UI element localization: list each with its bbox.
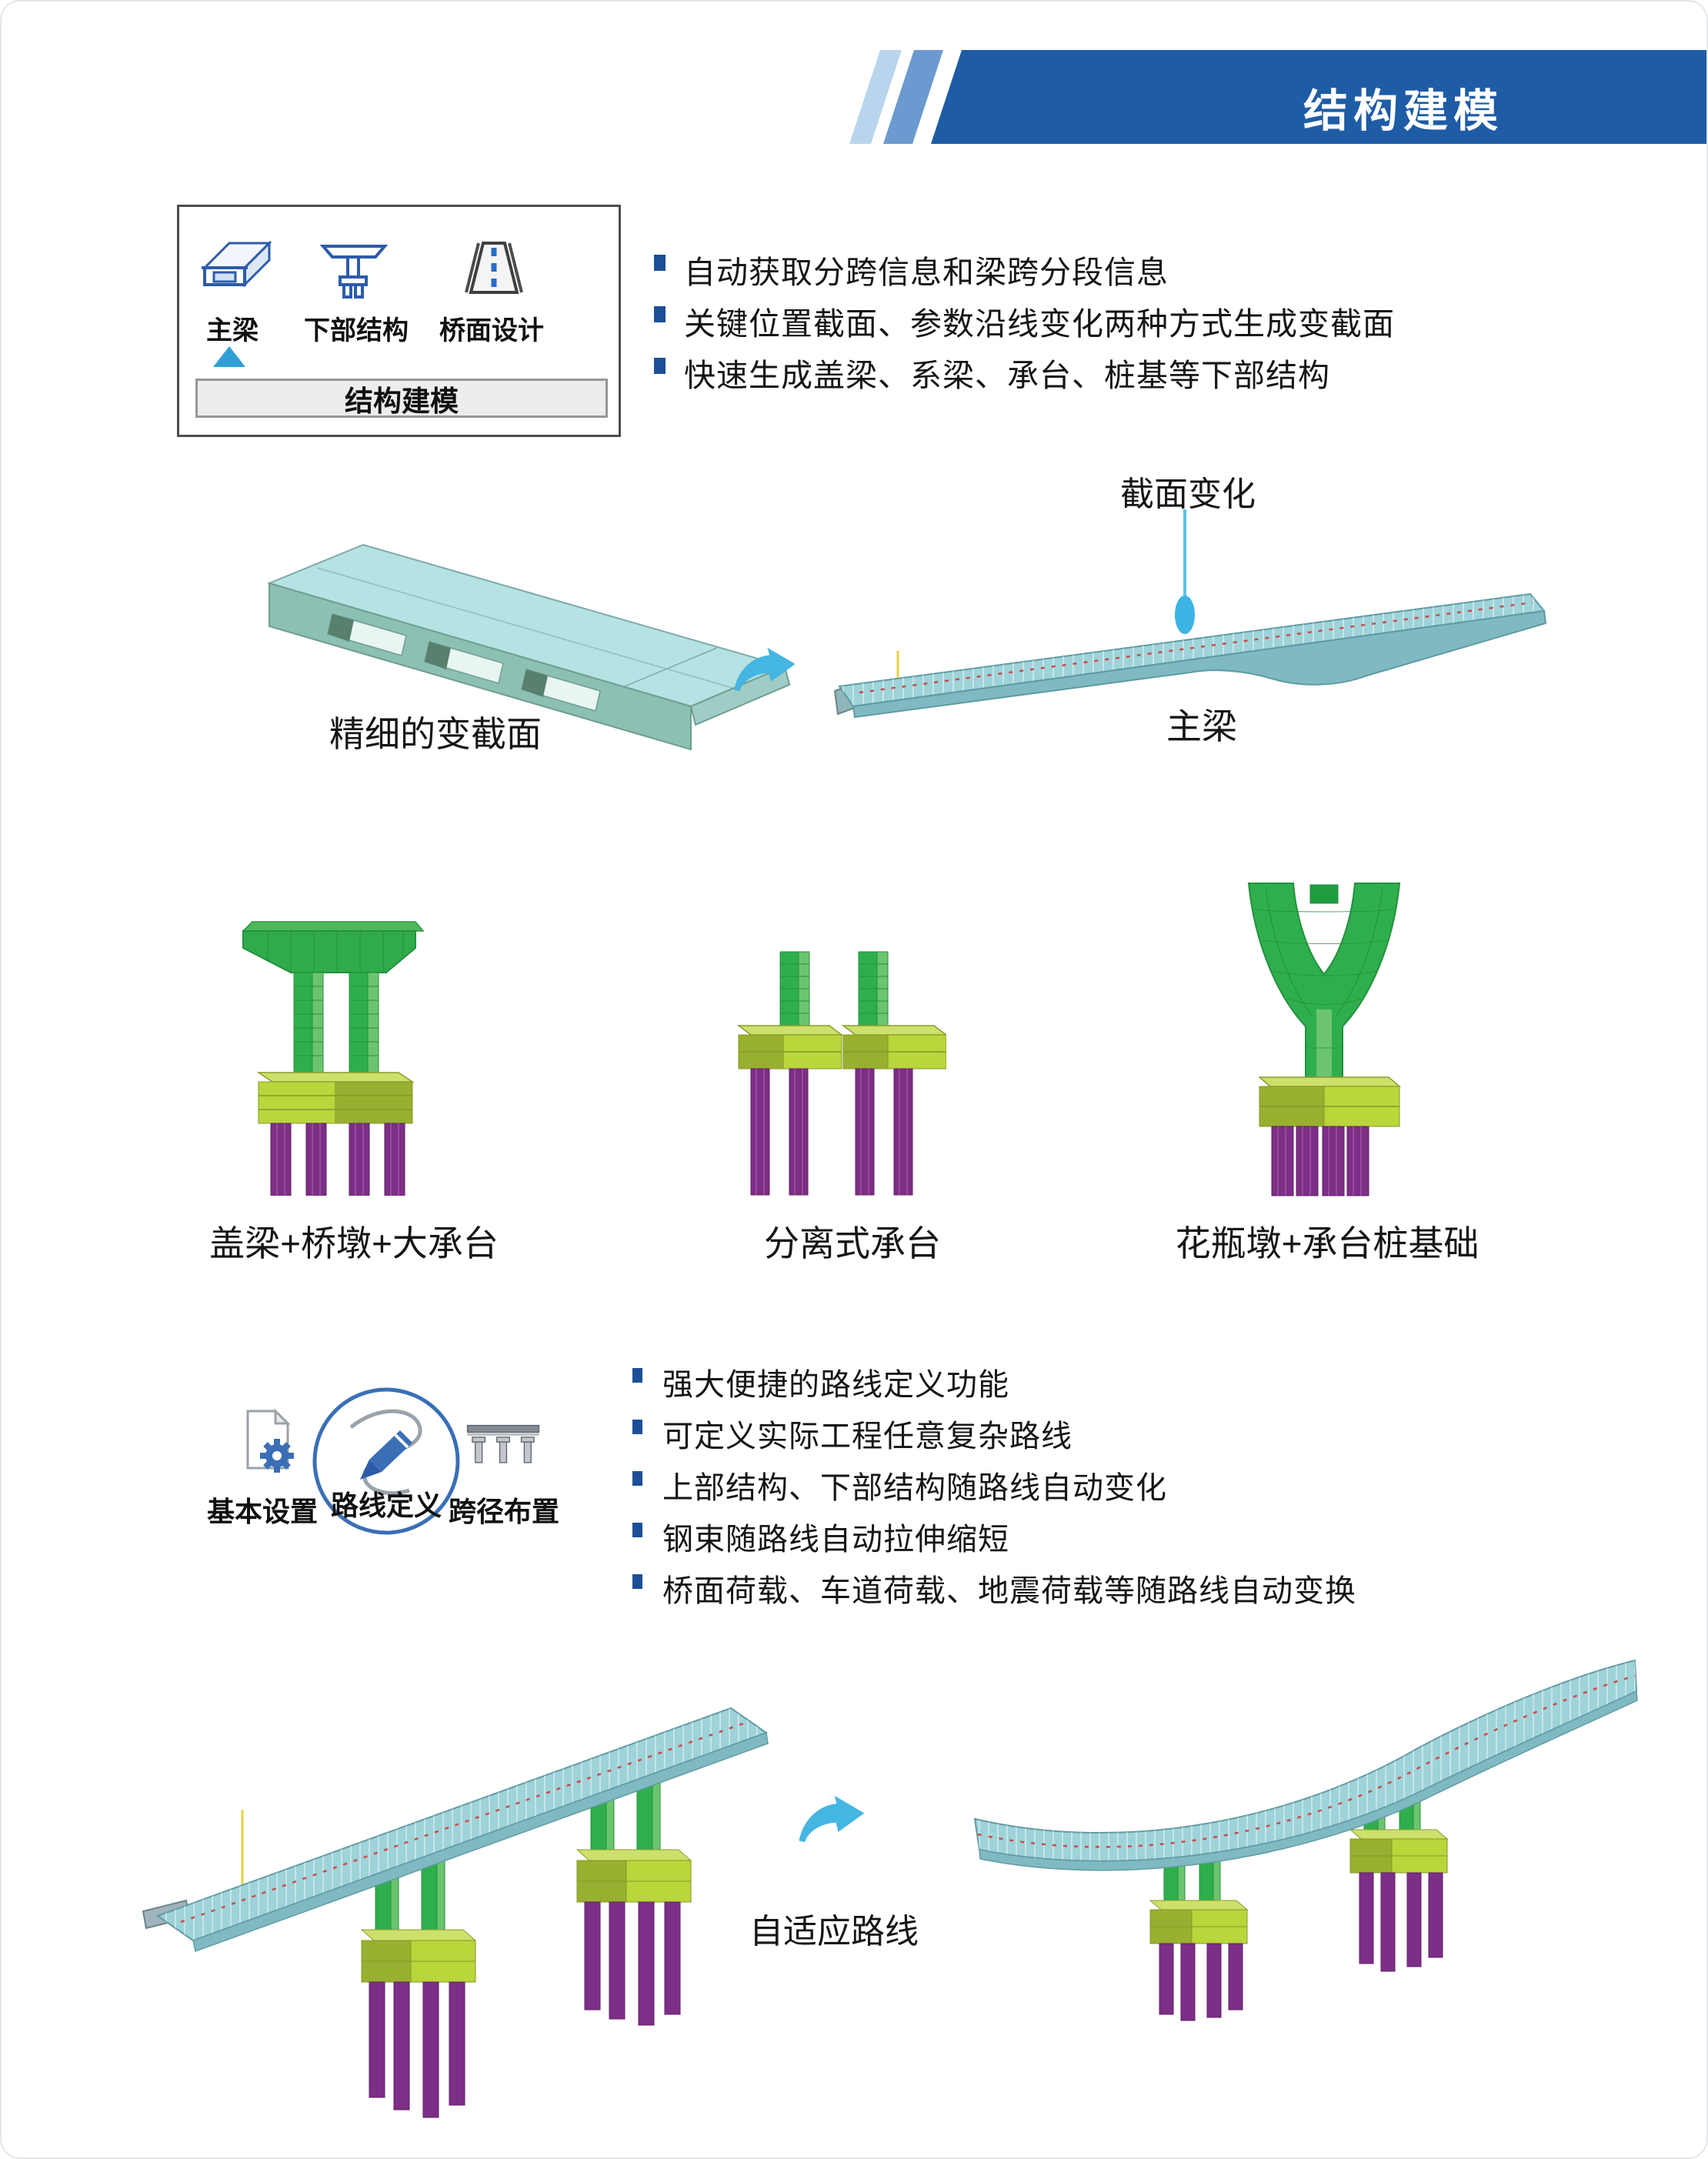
settings-doc-icon <box>246 1408 294 1473</box>
page-title: 结构建模 <box>1303 86 1504 136</box>
adaptive-route-caption: 自适应路线 <box>749 1913 919 1950</box>
pier2-caption: 分离式承台 <box>764 1223 941 1263</box>
feature-bullet: 快速生成盖梁、系梁、承台、桩基等下部结构 <box>654 349 1330 395</box>
bullet-square-icon <box>632 1523 642 1537</box>
bullet-square-icon <box>654 358 666 374</box>
banner-stripe-medium <box>883 50 943 144</box>
feature-bullet: 强大便捷的路线定义功能 <box>632 1360 1009 1404</box>
bridge-pier <box>575 1777 692 2026</box>
bridge-pier <box>360 1855 477 2118</box>
feature-bullet: 桥面荷载、车道荷载、地震荷载等随路线自动变换 <box>632 1566 1356 1610</box>
feature-bullet: 可定义实际工程任意复杂路线 <box>632 1411 1073 1456</box>
feature-bullet: 钢束随路线自动拉伸缩短 <box>632 1514 1009 1559</box>
toolbox-item-substructure: 下部结构 <box>304 316 409 345</box>
girder-icon <box>202 240 272 288</box>
route-toolbox-item-route-definition: 路线定义 <box>330 1490 442 1521</box>
bullet-square-icon <box>632 1574 642 1589</box>
vase-pier-model <box>1247 883 1402 1196</box>
bridge-pier <box>1349 1784 1449 1972</box>
pier3-caption: 花瓶墩+承台桩基础 <box>1175 1223 1479 1263</box>
main-girder-caption: 主梁 <box>1166 706 1237 746</box>
straight-bridge-model <box>142 1707 769 2118</box>
pier-icon <box>319 245 389 299</box>
bridge-pier <box>1149 1854 1249 2021</box>
pier-capbeam-model <box>242 921 425 1196</box>
variable-section-caption: 精细的变截面 <box>329 714 542 754</box>
active-item-pointer-icon <box>213 346 245 367</box>
feature-bullet: 关键位置截面、参数沿线变化两种方式生成变截面 <box>654 298 1395 344</box>
bullet-square-icon <box>654 306 666 322</box>
curved-bridge-model <box>973 1659 1638 2021</box>
banner-band <box>931 50 1706 144</box>
route-definition-icon <box>312 1387 460 1535</box>
callout-pointer-icon <box>1175 509 1195 634</box>
feature-bullet: 自动获取分跨信息和梁跨分段信息 <box>654 246 1169 292</box>
arrow-right-icon <box>734 647 796 692</box>
route-toolbox-item-span-layout: 跨径布置 <box>448 1496 559 1527</box>
bullet-square-icon <box>632 1471 642 1486</box>
main-girder-model <box>833 592 1547 719</box>
bullet-square-icon <box>632 1368 642 1383</box>
toolbox-group-bar: 结构建模 <box>195 379 608 418</box>
road-icon <box>465 242 523 294</box>
header-banner-graphic <box>849 50 1706 144</box>
pencil-icon <box>360 1430 412 1480</box>
pier1-caption: 盖梁+桥墩+大承台 <box>209 1223 499 1263</box>
gear-icon <box>260 1439 294 1473</box>
bullet-square-icon <box>654 255 666 271</box>
toolbox-group-label: 结构建模 <box>345 385 459 417</box>
banner-stripe-light <box>849 50 902 144</box>
span-layout-icon <box>466 1424 540 1463</box>
bullet-square-icon <box>632 1420 642 1434</box>
toolbox-item-girder: 主梁 <box>206 316 259 345</box>
feature-bullet: 上部结构、下部结构随路线自动变化 <box>632 1463 1167 1507</box>
toolbox-item-deck-design: 桥面设计 <box>439 316 544 345</box>
route-toolbox-item-basic-settings: 基本设置 <box>206 1496 318 1527</box>
pier-separated-caps-model <box>736 951 946 1196</box>
section-change-callout-label: 截面变化 <box>1120 476 1256 513</box>
arrow-right-icon <box>799 1795 865 1843</box>
